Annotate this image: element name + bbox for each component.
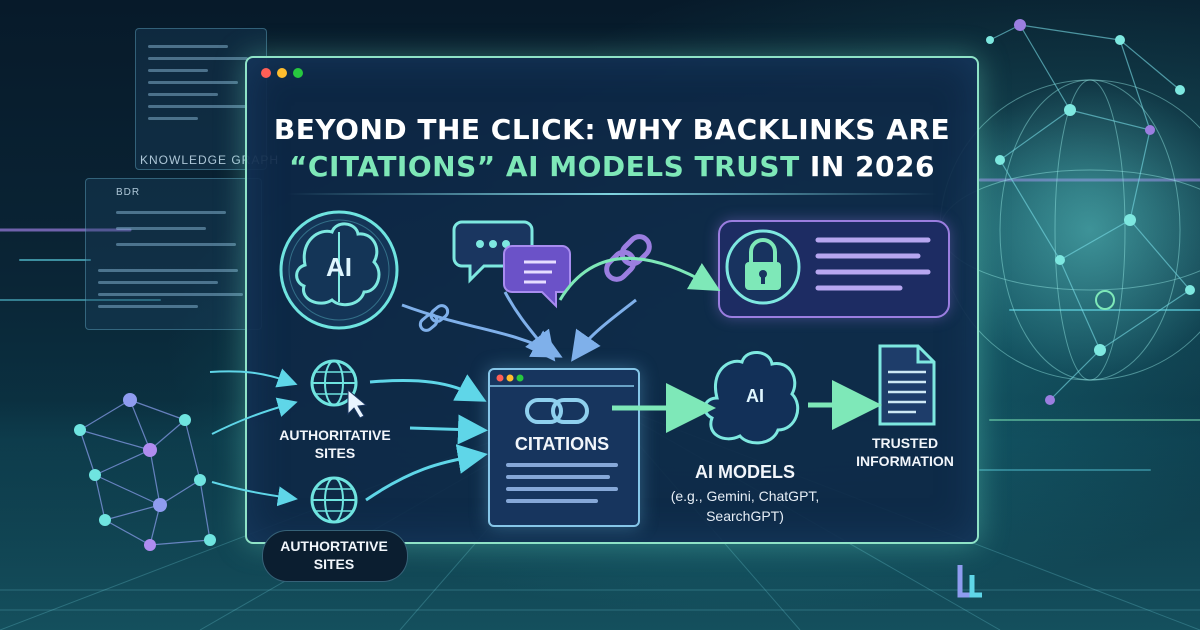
ai-brain-badge: AI: [326, 252, 352, 282]
ai-models-examples: (e.g., Gemini, ChatGPT, SearchGPT): [640, 486, 850, 526]
trusted-information-line-1: TRUSTED: [871, 435, 939, 451]
authoritative-sites-label-2: AUTHORTATIVE SITES: [262, 537, 406, 573]
authoritative-sites-1-line-2: SITES: [314, 445, 356, 461]
chat-bubble-icon: [452, 220, 571, 309]
title-line-1: BEYOND THE CLICK: WHY BACKLINKS ARE: [273, 113, 951, 146]
title-divider: [287, 193, 937, 195]
ai-models-examples-line-2: SearchGPT): [706, 508, 784, 524]
authoritative-sites-pill: [262, 530, 408, 582]
ai-models-label: AI MODELS: [694, 462, 795, 482]
title-rest: IN 2026: [799, 150, 935, 183]
window-minimize-dot: [277, 68, 287, 78]
citations-card-lines: [506, 463, 618, 503]
globe-icon: [310, 476, 358, 524]
authoritative-sites-1-line-1: AUTHORITATIVE: [279, 427, 391, 443]
authoritative-sites-label-1: AUTHORITATIVE SITES: [270, 426, 400, 462]
title-line-2: “CITATIONS” AI MODELS TRUST IN 2026: [247, 150, 977, 183]
background-panel-2: BDR: [85, 178, 262, 330]
document-icon: [878, 344, 936, 426]
lock-icon: [725, 229, 801, 305]
trusted-information-label: TRUSTED INFORMATION: [840, 434, 970, 470]
logo-mark-icon: [957, 565, 982, 598]
citations-label: CITATIONS: [514, 434, 610, 454]
title-highlight: “CITATIONS” AI MODELS TRUST: [289, 150, 800, 183]
knowledge-graph-label: KNOWLEDGE GRAPH: [140, 153, 280, 167]
authoritative-sites-2-line-1: AUTHORTATIVE: [280, 538, 388, 554]
window-close-dot: [261, 68, 271, 78]
background-small-label: BDR: [116, 187, 141, 198]
globe-cursor-icon: [310, 359, 368, 419]
trusted-information-line-2: INFORMATION: [856, 453, 954, 469]
flow-arrows: [209, 256, 882, 507]
authoritative-sites-2-line-2: SITES: [313, 556, 355, 572]
window-maximize-dot: [293, 68, 303, 78]
citations-card-window-dots: [490, 374, 634, 387]
ai-models-examples-line-1: (e.g., Gemini, ChatGPT,: [670, 488, 820, 504]
lock-card-lines: [815, 237, 931, 291]
brain-icon: [279, 210, 399, 330]
citations-link-icon: [525, 398, 589, 424]
ai-models-badge: AI: [746, 386, 764, 406]
